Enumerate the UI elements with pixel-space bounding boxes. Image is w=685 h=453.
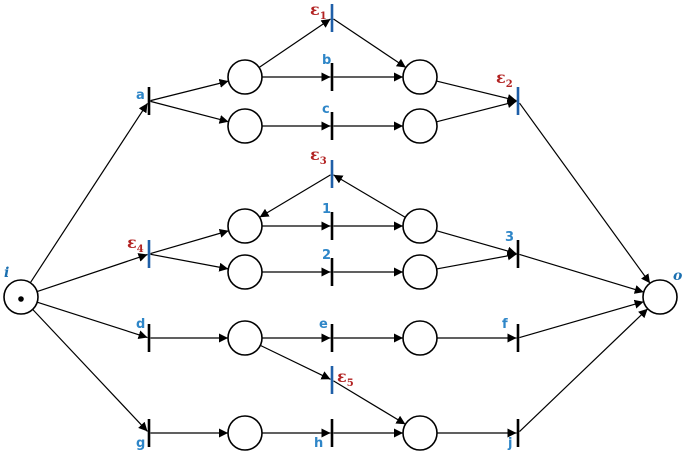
transition-label-j: j [507, 436, 512, 451]
transition-label-t2: 2 [322, 248, 331, 263]
arc-a-to-p1 [150, 78, 229, 102]
transition-label-e2: ε2 [496, 68, 513, 90]
transition-label-d: d [136, 317, 145, 332]
transition-label-e3: ε3 [310, 145, 327, 167]
transition-label-f: f [502, 317, 508, 332]
transition-label-subscript: 4 [137, 244, 144, 255]
arc-p1-to-e1 [258, 18, 331, 68]
transition-label-b: b [322, 53, 331, 68]
arc-e2-to-o [519, 102, 651, 284]
transition-label-c: c [322, 102, 330, 117]
place-p10[interactable] [402, 320, 438, 356]
transition-label-a: a [136, 88, 145, 103]
arc-e3-to-p5 [259, 174, 331, 218]
token [18, 296, 24, 302]
arc-p8-to-t3 [436, 251, 517, 270]
transition-label-e5: ε5 [337, 367, 354, 389]
arcs-layer [29, 18, 651, 438]
arc-e4-to-p6 [150, 253, 229, 272]
transition-label-t3: 3 [505, 230, 514, 245]
place-p12[interactable] [402, 415, 438, 451]
place-p6[interactable] [227, 254, 263, 290]
arc-p7-to-e3 [333, 174, 406, 218]
place-output[interactable] [642, 279, 678, 315]
arc-i-to-e4 [36, 253, 148, 293]
arc-i-to-d [37, 301, 148, 340]
place-p4[interactable] [402, 108, 438, 144]
place-p5[interactable] [227, 208, 263, 244]
transition-label-subscript: 3 [320, 156, 327, 167]
transition-label-g: g [136, 436, 145, 451]
transition-label-e4: ε4 [127, 233, 144, 255]
place-p11[interactable] [227, 415, 263, 451]
arc-j-to-o [519, 308, 649, 432]
arc-p9-to-e5 [260, 344, 331, 380]
place-label-o: o [673, 268, 682, 284]
arc-a-to-p2 [150, 100, 229, 124]
transition-label-e1: ε1 [310, 0, 327, 22]
arc-e4-to-p5 [150, 228, 229, 255]
arc-e5-to-p12 [333, 380, 406, 425]
transition-label-subscript: 5 [347, 378, 354, 389]
nodes-layer [3, 4, 678, 451]
arc-p4-to-e2 [436, 99, 517, 123]
place-p9[interactable] [227, 320, 263, 356]
arc-i-to-a [29, 102, 149, 284]
place-p3[interactable] [402, 59, 438, 95]
arc-p3-to-e2 [436, 80, 517, 103]
transition-label-subscript: 1 [320, 11, 327, 22]
transition-label-e: e [319, 317, 328, 332]
place-p8[interactable] [402, 254, 438, 290]
transition-label-h: h [314, 436, 323, 451]
place-label-i: i [4, 265, 9, 281]
arc-e1-to-p3 [333, 18, 407, 69]
arc-t3-to-o [519, 253, 644, 294]
transition-label-t1: 1 [322, 202, 331, 217]
labels-layer: i o a b c d e f g h j 1 2 3 ε1 ε2 ε3 ε4 ε5 [4, 0, 682, 451]
arc-f-to-o [519, 299, 644, 339]
place-p2[interactable] [227, 108, 263, 144]
transition-label-subscript: 2 [506, 79, 513, 90]
place-p1[interactable] [227, 59, 263, 95]
place-p7[interactable] [402, 208, 438, 244]
arc-i-to-g [32, 308, 148, 432]
arc-p7-to-t3 [436, 230, 517, 256]
